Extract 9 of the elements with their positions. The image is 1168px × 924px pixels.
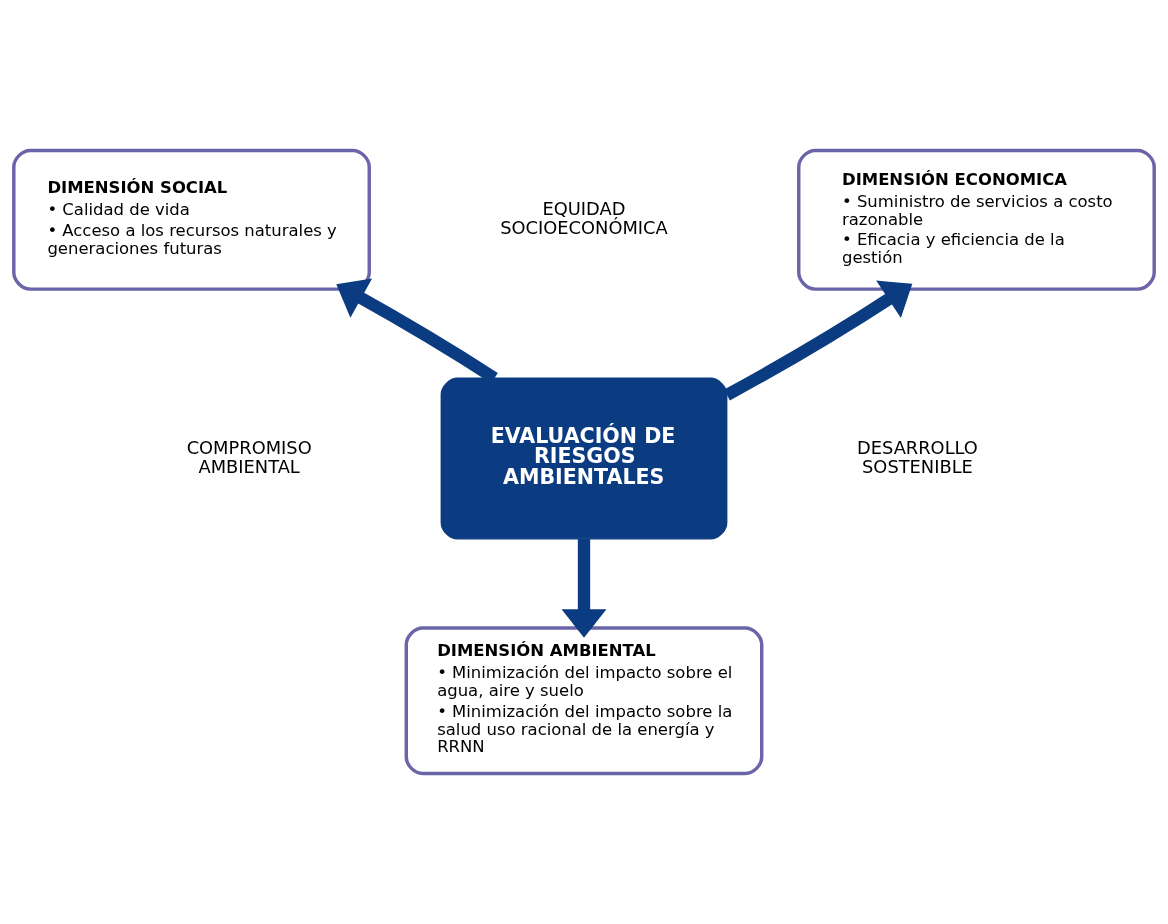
node-box: EVALUACIÓN DE RIESGOS AMBIENTALES bbox=[440, 377, 728, 540]
label: DESARROLLO SOSTENIBLE bbox=[857, 436, 978, 477]
label: EQUIDAD SOCIOECONÓMICA bbox=[500, 197, 668, 239]
arrow bbox=[561, 539, 607, 638]
arrow bbox=[724, 280, 913, 401]
node-box: DIMENSIÓN SOCIAL • Calidad de vida • Acceso a los recursos naturales y generaciones futuras bbox=[12, 148, 371, 291]
node-box: DIMENSIÓN ECONOMICA • Suministro de servicios a costo razonable • Eficacia y eficiencia de la gestión bbox=[797, 148, 1156, 291]
label: COMPROMISO AMBIENTAL bbox=[186, 436, 312, 477]
node-box: DIMENSIÓN AMBIENTAL • Minimización del impacto sobre el agua, aire y suelo • Minimización del impacto sobre la salud uso racional de la energía y RRNN bbox=[404, 626, 764, 776]
